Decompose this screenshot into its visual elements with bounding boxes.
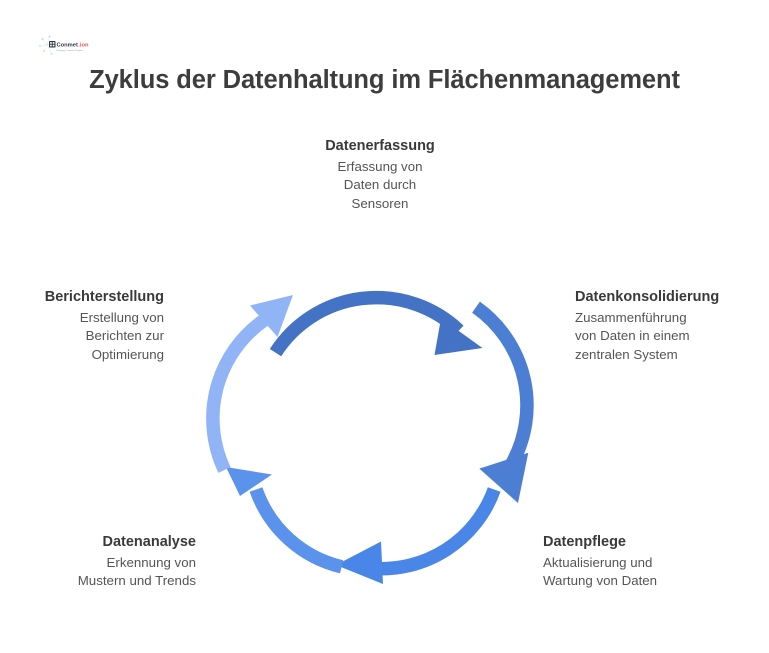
brand-logo: Conmet .ion Beratung | Vertrieb | Projek… — [38, 34, 90, 58]
step-title-datenerfassung: Datenerfassung — [325, 138, 435, 154]
step-label-datenkonsolidierung: Datenkonsolidierung Zusammenführung von … — [575, 288, 765, 365]
step-description-berichterstellung: Erstellung von Berichten zur Optimierung — [79, 309, 164, 363]
page-title: Zyklus der Datenhaltung im Flächenmanage… — [89, 66, 680, 94]
step-title-berichterstellung: Berichterstellung — [44, 289, 164, 305]
arrow-datenpflege — [336, 487, 501, 584]
step-description-datenanalyse: Erkennung von Mustern und Trends — [77, 554, 196, 589]
step-description-datenpflege: Aktualisierung und Wartung von Daten — [543, 554, 658, 589]
svg-text:.ion: .ion — [78, 43, 89, 49]
svg-text:Beratung | Vertrieb | Projekte: Beratung | Vertrieb | Projekte — [57, 49, 84, 52]
arrow-berichterstellung — [206, 295, 293, 473]
arrow-datenerfassung — [269, 290, 483, 357]
step-title-datenkonsolidierung: Datenkonsolidierung — [575, 289, 720, 305]
arrow-datenkonsolidierung — [472, 301, 534, 503]
step-label-datenerfassung: Datenerfassung Erfassung von Daten durch… — [260, 137, 500, 214]
step-description-datenkonsolidierung: Zusammenführung von Daten in einem zentr… — [575, 309, 690, 363]
step-label-datenpflege: Datenpflege Aktualisierung und Wartung v… — [543, 533, 743, 591]
step-description-datenerfassung: Erfassung von Daten durch Sensoren — [337, 158, 423, 212]
step-label-berichterstellung: Berichterstellung Erstellung von Bericht… — [8, 288, 164, 365]
svg-text:Conmet: Conmet — [57, 43, 78, 49]
step-title-datenanalyse: Datenanalyse — [102, 534, 197, 550]
arrow-datenanalyse — [226, 467, 344, 574]
step-label-datenanalyse: Datenanalyse Erkennung von Mustern und T… — [20, 533, 196, 591]
step-title-datenpflege: Datenpflege — [543, 534, 626, 550]
brand-logo-icon: Conmet .ion Beratung | Vertrieb | Projek… — [39, 35, 89, 55]
